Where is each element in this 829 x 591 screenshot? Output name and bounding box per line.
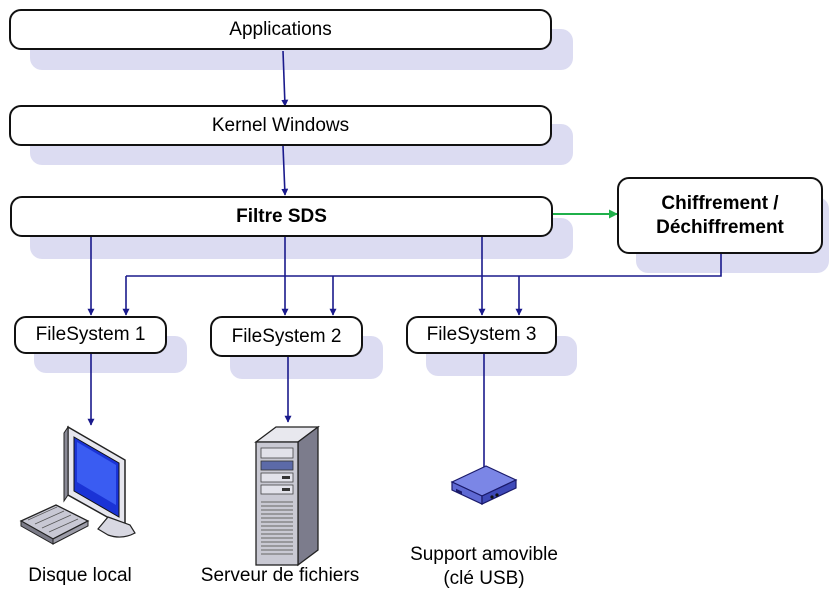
removable-media-label-line1: Support amovible	[410, 544, 558, 565]
crypto-label-line1: Chiffrement /	[661, 192, 779, 214]
crypto-box: Chiffrement / Déchiffrement	[617, 177, 823, 254]
file-server-label: Serveur de fichiers	[200, 565, 360, 586]
filesystem-3-box: FileSystem 3	[406, 316, 557, 354]
filesystem-2-box: FileSystem 2	[210, 316, 363, 357]
arrow-kernel-to-filter	[281, 145, 289, 196]
crypto-return-bus	[126, 254, 722, 277]
filesystem-1-box: FileSystem 1	[14, 316, 167, 354]
kernel-label: Kernel Windows	[211, 114, 350, 136]
removable-media-label-line2: (clé USB)	[443, 567, 525, 589]
desktop-computer-icon	[19, 425, 136, 545]
removable-media-label: Support amovible (clé USB)	[384, 543, 584, 591]
crypto-label-line2: Déchiffrement	[656, 216, 784, 238]
filter-label: Filtre SDS	[236, 205, 327, 227]
kernel-box: Kernel Windows	[9, 105, 552, 146]
arrow-apps-to-kernel	[281, 50, 289, 107]
applications-box: Applications	[9, 9, 552, 50]
filesystem-1-label: FileSystem 1	[35, 324, 146, 346]
applications-label: Applications	[229, 18, 332, 40]
usb-drive-icon	[450, 465, 518, 505]
filter-box: Filtre SDS	[10, 196, 553, 237]
filesystem-2-label: FileSystem 2	[231, 325, 342, 347]
filesystem-3-label: FileSystem 3	[426, 324, 537, 346]
local-disk-label: Disque local	[28, 565, 132, 586]
file-server-icon	[254, 425, 320, 567]
